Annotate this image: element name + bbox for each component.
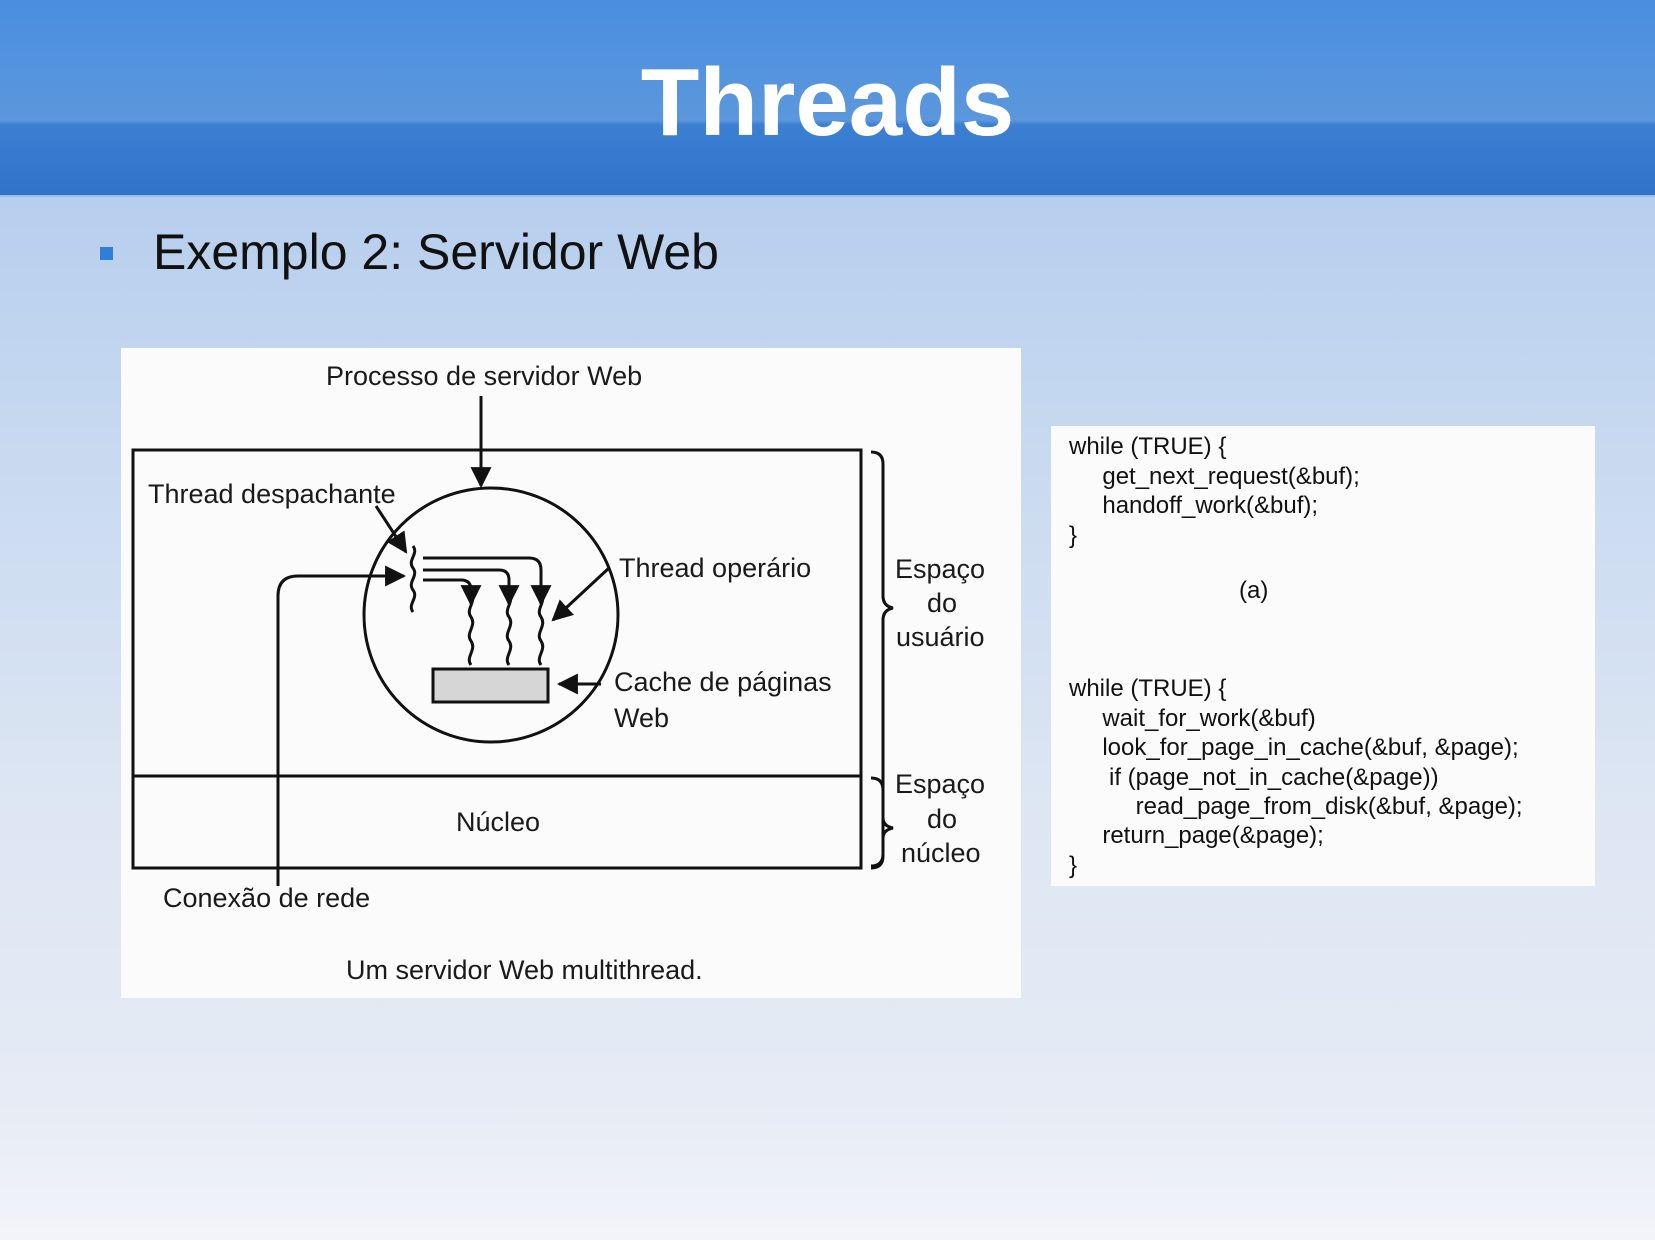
dispatcher-thread [409,545,417,613]
web-page-cache [431,667,550,704]
network-connection-arrow [276,565,407,886]
code-b-line: look_for_page_in_cache(&buf, &page); [1069,734,1519,761]
code-b-line: } [1069,852,1078,879]
kernel-label: Núcleo [456,807,541,837]
dispatcher-label: Thread despachante [148,479,396,509]
worker-label: Thread operário [619,553,812,583]
kernel-space-line3: núcleo [901,838,981,868]
bullet-marker [100,247,113,260]
dispatch-arrow-1 [423,578,482,607]
code-a-line: handoff_work(&buf); [1069,492,1319,519]
dispatch-arrow-3 [423,556,552,607]
user-space-line2: do [927,588,958,618]
title-bar: Threads [0,0,1655,197]
code-a-line: } [1069,522,1078,549]
process-circle [362,486,620,744]
user-space-line3: usuário [896,622,985,652]
code-b-line: wait_for_work(&buf) [1069,705,1316,732]
dispatch-arrow-2 [423,568,520,607]
diagram-caption: Um servidor Web multithread. [346,955,703,985]
code-b-line: read_page_from_disk(&buf, &page); [1069,793,1523,820]
code-a-line: get_next_request(&buf); [1069,463,1360,490]
code-b-line: while (TRUE) { [1069,675,1227,702]
kernel-space-brace [870,776,894,870]
user-space-line1: Espaço [895,554,986,584]
worker-pointer [551,566,611,622]
web-server-diagram: Processo de servidor Web Thread despacha… [121,348,1021,998]
dispatcher-pointer [374,505,408,554]
code-a-line: while (TRUE) { [1069,433,1227,460]
code-b-line: return_page(&page); [1069,822,1324,849]
kernel-space-line2: do [927,804,958,834]
cache-label-line2: Web [614,703,670,733]
bullet-text: Exemplo 2: Servidor Web [153,224,719,280]
kernel-space-line1: Espaço [895,769,986,799]
slide-title: Threads [640,49,1015,156]
network-label: Conexão de rede [163,883,371,913]
cache-label-line1: Cache de páginas [614,667,832,697]
process-box [131,448,863,870]
code-a-label: (a) [1239,577,1269,604]
diagram-drawing [131,396,894,886]
code-panel: while (TRUE) { get_next_request(&buf); h… [1051,426,1595,886]
process-label: Processo de servidor Web [326,361,643,391]
code-b-line: if (page_not_in_cache(&page)) [1069,764,1439,791]
